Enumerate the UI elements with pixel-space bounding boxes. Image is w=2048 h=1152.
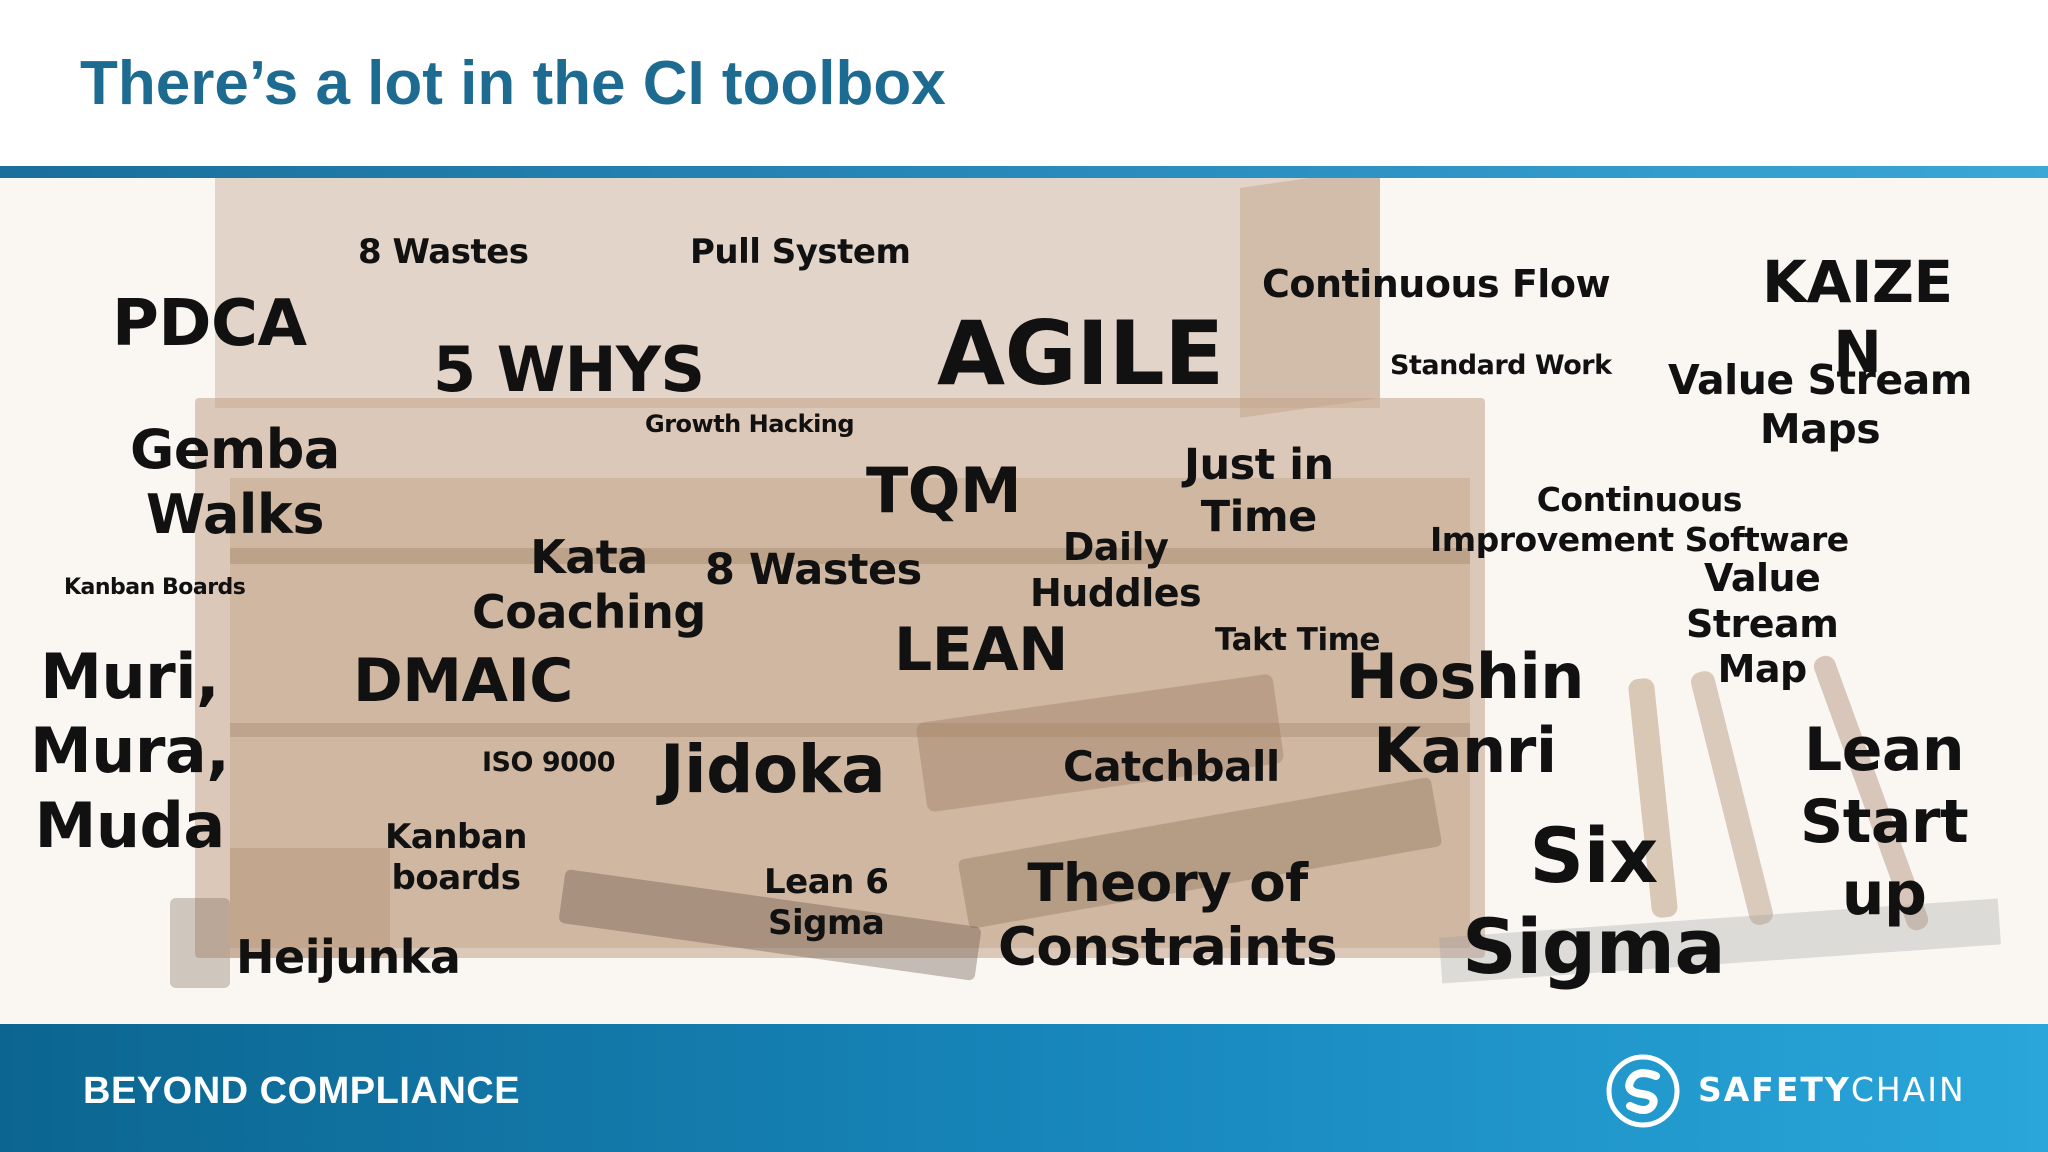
tool-term-value-stream-map: Value Stream Map — [1686, 556, 1839, 692]
tool-term-value-stream-maps: Value Stream Maps — [1668, 356, 1973, 454]
tool-term-lean-startup: Lean Start up — [1800, 715, 1969, 929]
toolbox-base — [230, 848, 390, 958]
tool-term-muri-mura-muda: Muri, Mura, Muda — [30, 640, 230, 862]
tool-term-heijunka: Heijunka — [236, 930, 461, 984]
tool-term-lean-6-sigma: Lean 6 Sigma — [764, 862, 889, 943]
logo-text-regular: CHAIN — [1850, 1070, 1966, 1109]
tool-term-growth-hacking: Growth Hacking — [645, 410, 855, 438]
tool-term-lean: LEAN — [894, 615, 1068, 685]
tool-term-tqm: TQM — [866, 454, 1022, 527]
toolbox-shelf — [230, 723, 1470, 737]
footer-bar: BEYOND COMPLIANCE SAFETYCHAIN — [0, 1024, 2048, 1152]
title-divider — [0, 166, 2048, 178]
tool-term-six-sigma: Six Sigma — [1462, 811, 1726, 992]
tool-term-just-in-time: Just in Time — [1184, 440, 1334, 542]
tool-term-catchball: Catchball — [1063, 742, 1280, 791]
tool-term-daily-huddles: Daily Huddles — [1030, 525, 1202, 615]
tool-term-hoshin-kanri: Hoshin Kanri — [1346, 640, 1584, 788]
toolbox-back-panel — [215, 178, 1380, 408]
tool-term-dmaic: DMAIC — [353, 646, 573, 716]
safetychain-s-icon — [1606, 1054, 1680, 1128]
toolbox-background-image — [0, 178, 2048, 1024]
logo-text-bold: SAFETY — [1698, 1070, 1851, 1109]
toolbox-shelf — [230, 548, 1470, 564]
tool-term-iso-9000: ISO 9000 — [482, 747, 616, 778]
tool-term-takt-time: Takt Time — [1215, 622, 1380, 658]
tool-term-kaizen: KAIZE N — [1762, 248, 1953, 386]
footer-tagline: BEYOND COMPLIANCE — [83, 1070, 521, 1112]
tool-term-5-whys: 5 WHYS — [433, 333, 705, 406]
tool-term-continuous-flow: Continuous Flow — [1262, 262, 1611, 306]
tool-term-gemba-walks: Gemba Walks — [130, 418, 340, 546]
tool-term-agile: AGILE — [937, 302, 1224, 405]
safetychain-logo-text: SAFETYCHAIN — [1698, 1070, 1966, 1109]
tool-term-pdca: PDCA — [112, 287, 307, 361]
tool-term-kata-coaching: Kata Coaching — [472, 530, 706, 640]
tool-term-8-wastes-top: 8 Wastes — [358, 232, 529, 272]
slide-title: There’s a lot in the CI toolbox — [80, 49, 946, 118]
tool-term-8-wastes-mid: 8 Wastes — [705, 545, 922, 595]
tool-term-kanban-boards-left: Kanban Boards — [64, 575, 246, 600]
tool-term-pull-system: Pull System — [690, 232, 911, 272]
tool-term-continuous-improvement-software: Continuous Improvement Software — [1430, 480, 1849, 559]
hand-tool — [170, 898, 230, 988]
toolbox-body — [195, 398, 1485, 958]
tool-term-standard-work: Standard Work — [1390, 350, 1612, 381]
toolbox-front — [230, 478, 1470, 948]
tool-term-kanban-boards-lower: Kanban boards — [385, 817, 527, 898]
tool-term-jidoka: Jidoka — [660, 731, 886, 808]
tool-term-theory-of-constraints: Theory of Constraints — [998, 853, 1338, 978]
